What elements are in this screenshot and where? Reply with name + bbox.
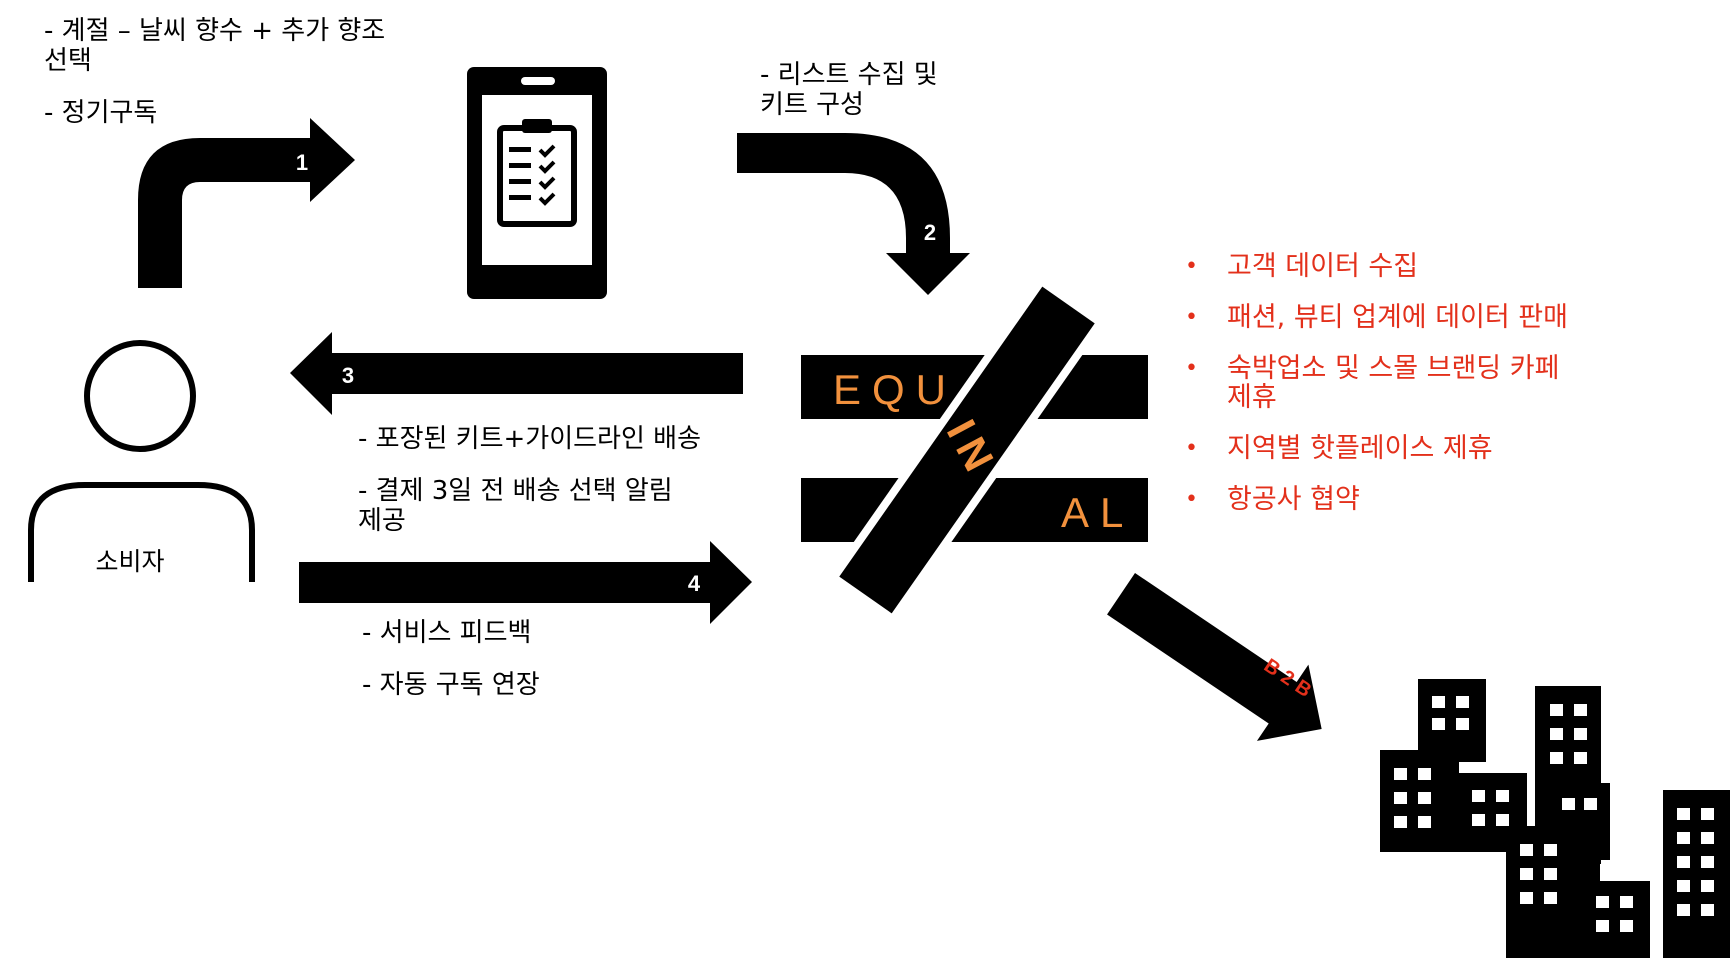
delivery-line-1: - 포장된 키트+가이드라인 배송 — [358, 424, 702, 454]
delivery-line-3: 제공 — [358, 506, 406, 536]
list-collection-text: - 리스트 수집 및 키트 구성 — [760, 60, 1080, 120]
logo-bottom-text: AL — [1061, 489, 1134, 536]
user-icon: 소비자 — [28, 340, 255, 582]
arrow-4-label: 4 — [688, 571, 701, 596]
b2b-benefits-list: • 고객 데이터 수집 • 패션, 뷰티 업계에 데이터 판매 • 숙박업소 및 스몰… — [1185, 252, 1705, 536]
arrow-1-label: 1 — [296, 150, 308, 175]
b2b-item-text: 숙박업소 및 스몰 브랜딩 카페 — [1227, 353, 1560, 384]
bullet-dot: • — [1185, 487, 1198, 512]
arrow-2-label: 2 — [924, 220, 936, 245]
arrow-1: 1 — [138, 118, 355, 288]
inequal-logo: EQU AL IN — [801, 273, 1148, 627]
b2b-item-text: 고객 데이터 수집 — [1227, 251, 1419, 282]
feedback-text: - 서비스 피드백 - 자동 구독 연장 — [362, 618, 682, 700]
b2b-item-data-sales: • 패션, 뷰티 업계에 데이터 판매 — [1185, 303, 1705, 332]
arrow-4: 4 — [299, 541, 752, 624]
delivery-line-2: - 결제 3일 전 배송 선택 알림 — [358, 476, 673, 506]
subscription-line-3: - 정기구독 — [44, 98, 158, 128]
subscription-options-text: - 계절 – 날씨 향수 + 추가 향조 선택 - 정기구독 — [44, 16, 444, 128]
buildings-icon — [1380, 679, 1730, 958]
b2b-item-airline-agreement: • 항공사 협약 — [1185, 485, 1705, 514]
bullet-dot: • — [1185, 356, 1198, 381]
feedback-line-2: - 자동 구독 연장 — [362, 670, 540, 700]
arrow-3-label: 3 — [342, 363, 354, 388]
b2b-item-text-cont: 제휴 — [1227, 382, 1277, 413]
b2b-item-text: 패션, 뷰티 업계에 데이터 판매 — [1227, 302, 1568, 333]
bullet-dot: • — [1185, 436, 1198, 461]
subscription-line-2: 선택 — [44, 46, 92, 76]
b2b-item-text: 항공사 협약 — [1227, 484, 1360, 515]
bullet-dot: • — [1185, 305, 1198, 330]
list-collection-line-1: - 리스트 수집 및 — [760, 60, 938, 90]
subscription-line-1: - 계절 – 날씨 향수 + 추가 향조 — [44, 16, 386, 46]
bullet-dot: • — [1185, 254, 1198, 279]
list-collection-line-2: 키트 구성 — [760, 90, 864, 120]
logo-top-text: EQU — [833, 366, 957, 413]
b2b-item-hotplace-partnership: • 지역별 핫플레이스 제휴 — [1185, 434, 1705, 463]
consumer-label: 소비자 — [95, 547, 164, 576]
b2b-item-data-collection: • 고객 데이터 수집 — [1185, 252, 1705, 281]
arrow-b2b: B2B — [1107, 573, 1322, 741]
b2b-item-text: 지역별 핫플레이스 제휴 — [1227, 433, 1493, 464]
feedback-line-1: - 서비스 피드백 — [362, 618, 532, 648]
arrow-3: 3 — [290, 332, 743, 415]
phone-checklist-icon — [467, 67, 607, 299]
arrow-2: 2 — [737, 133, 970, 295]
delivery-text: - 포장된 키트+가이드라인 배송 - 결제 3일 전 배송 선택 알림 제공 — [358, 424, 778, 536]
